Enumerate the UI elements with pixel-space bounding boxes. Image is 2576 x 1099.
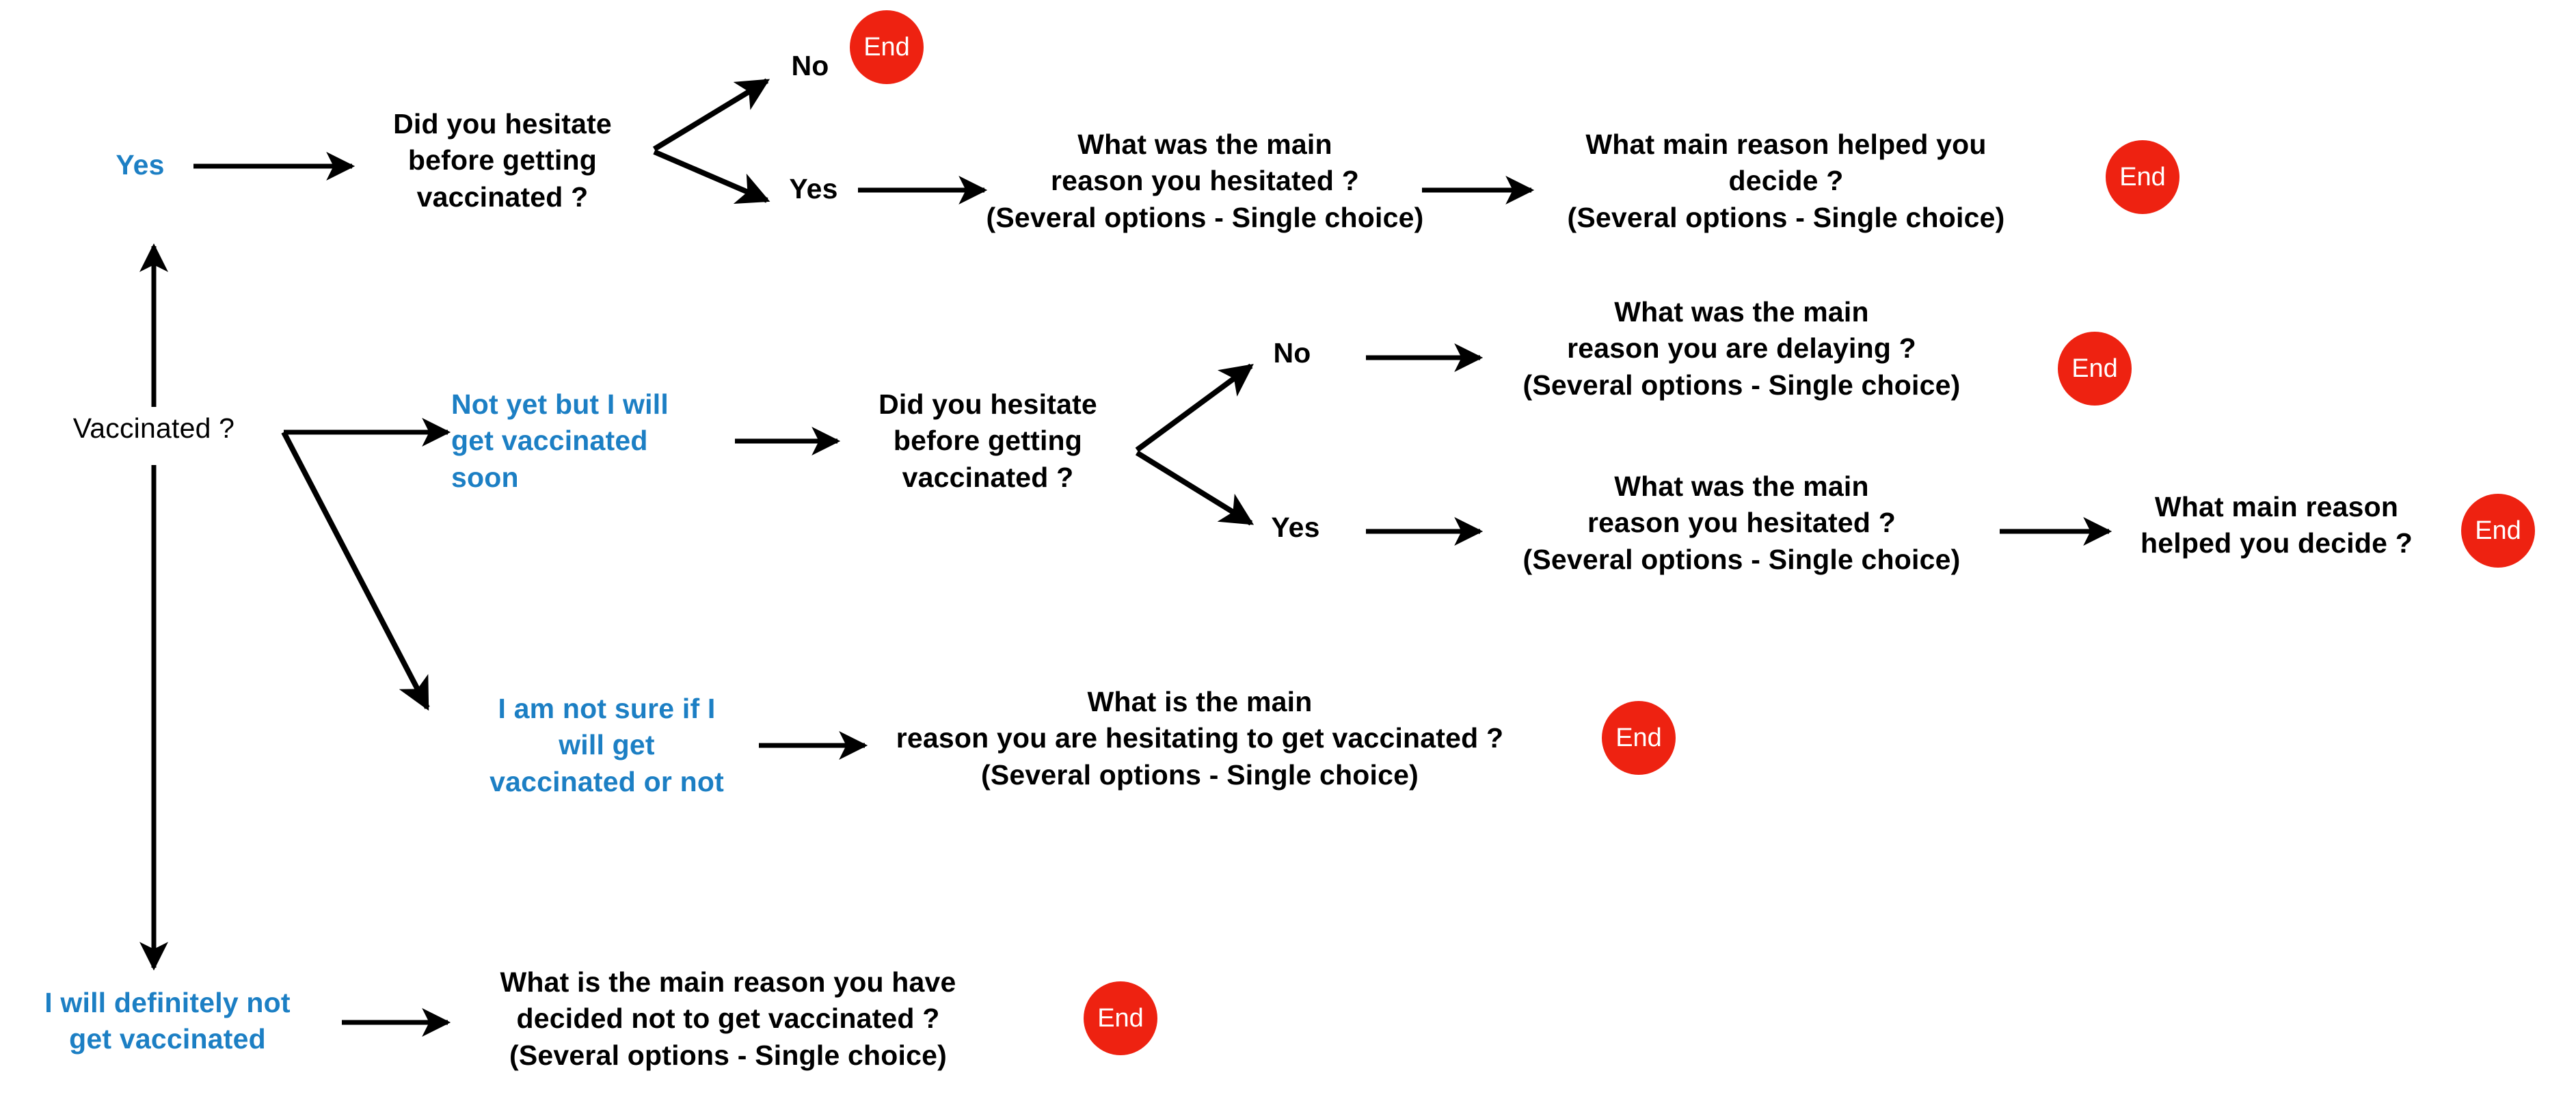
branch-label-row1-no[interactable]: No: [791, 50, 829, 81]
edge-root-to-not-sure: [281, 431, 430, 711]
edge-hesitate-past-to-no: [652, 78, 770, 152]
question-main-reason-hesitated-1[interactable]: What was the main reason you hesitated ?…: [986, 129, 1424, 233]
end-node-1[interactable]: End: [850, 10, 924, 84]
question-main-reason-hesitating-unsure[interactable]: What is the main reason you are hesitati…: [896, 686, 1504, 791]
end-node-2[interactable]: End: [2106, 140, 2179, 214]
edge-hesitate-past-to-yes: [653, 149, 770, 204]
question-hesitate-before-getting-vaccinated-past[interactable]: Did you hesitate before getting vaccinat…: [393, 108, 612, 213]
node-root-vaccinated[interactable]: Vaccinated ?: [72, 412, 235, 444]
branch-label-row2-no[interactable]: No: [1273, 337, 1311, 369]
answer-not-yet-will-get-vaccinated[interactable]: Not yet but I will get vaccinated soon: [451, 388, 669, 493]
question-hesitate-before-getting-vaccinated-future[interactable]: Did you hesitate before getting vaccinat…: [878, 388, 1097, 493]
end-node-5[interactable]: End: [1602, 701, 1676, 775]
question-main-reason-decided-not[interactable]: What is the main reason you have decided…: [500, 966, 956, 1071]
answer-not-sure[interactable]: I am not sure if I will get vaccinated o…: [489, 693, 724, 797]
question-main-reason-hesitated-2[interactable]: What was the main reason you hesitated ?…: [1522, 471, 1961, 575]
end-node-4[interactable]: End: [2461, 494, 2535, 568]
answer-definitely-not[interactable]: I will definitely not get vaccinated: [44, 987, 291, 1055]
end-node-6[interactable]: End: [1084, 981, 1157, 1055]
answer-yes[interactable]: Yes: [116, 149, 165, 181]
branch-label-row1-yes[interactable]: Yes: [789, 173, 838, 204]
edge-hesitate-future-to-yes: [1135, 450, 1255, 526]
edge-hesitate-future-to-no: [1135, 363, 1254, 453]
question-main-reason-helped-decide-1[interactable]: What main reason helped you decide ? (Se…: [1567, 129, 2005, 233]
branch-label-row2-yes[interactable]: Yes: [1271, 512, 1320, 543]
end-node-3[interactable]: End: [2058, 332, 2132, 406]
question-main-reason-helped-decide-2[interactable]: What main reason helped you decide ?: [2141, 491, 2413, 559]
question-main-reason-delaying[interactable]: What was the main reason you are delayin…: [1522, 296, 1961, 401]
